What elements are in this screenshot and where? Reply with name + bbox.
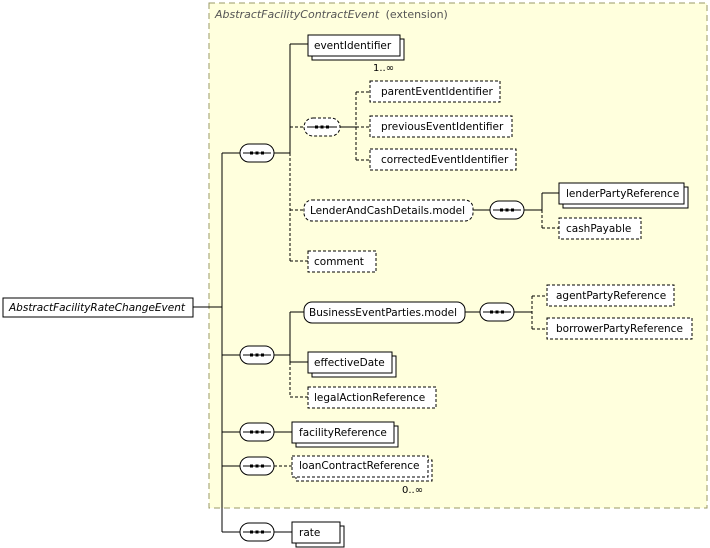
rate-element[interactable]: rate: [291, 521, 345, 548]
cash-payable-label: cashPayable: [566, 223, 631, 235]
sequence-compositor-2[interactable]: [239, 345, 275, 365]
lender-and-cash-details-model-label: LenderAndCashDetails.model: [310, 205, 465, 217]
corrected-event-identifier-label: correctedEventIdentifier: [381, 154, 509, 166]
root-element[interactable]: AbstractFacilityRateChangeEvent: [2, 297, 194, 318]
agent-party-reference-element[interactable]: agentPartyReference: [546, 284, 675, 307]
loan-contract-reference-label: loanContractReference: [299, 460, 419, 472]
facility-reference-label: facilityReference: [299, 427, 387, 439]
extension-base-name: AbstractFacilityContractEvent: [214, 8, 380, 21]
sequence-compositor-5[interactable]: [239, 522, 275, 542]
loan-contract-reference-occurrence: 0..∞: [402, 485, 423, 496]
lender-party-reference-element[interactable]: lenderPartyReference: [558, 182, 689, 209]
effective-date-label: effectiveDate: [314, 357, 385, 369]
comment-label: comment: [314, 256, 364, 268]
previous-event-identifier-element[interactable]: previousEventIdentifier: [369, 115, 513, 138]
business-event-parties-model[interactable]: BusinessEventParties.model: [303, 301, 466, 324]
borrower-party-reference-element[interactable]: borrowerPartyReference: [546, 317, 693, 340]
legal-action-reference-element[interactable]: legalActionReference: [307, 386, 437, 409]
choice-compositor[interactable]: [303, 117, 341, 137]
event-identifier-occurrence: 1..∞: [373, 63, 394, 74]
agent-party-reference-label: agentPartyReference: [556, 290, 666, 302]
previous-event-identifier-label: previousEventIdentifier: [381, 121, 504, 133]
sequence-compositor-1[interactable]: [239, 143, 275, 163]
business-event-parties-model-label: BusinessEventParties.model: [309, 307, 457, 319]
comment-element[interactable]: comment: [307, 250, 377, 273]
lender-and-cash-details-model[interactable]: LenderAndCashDetails.model: [303, 199, 474, 222]
corrected-event-identifier-element[interactable]: correctedEventIdentifier: [369, 148, 517, 171]
sequence-compositor-3[interactable]: [239, 422, 275, 442]
business-parties-sequence-compositor[interactable]: [479, 302, 515, 322]
event-identifier-label: eventIdentifier: [314, 40, 392, 52]
connector-lines: [193, 43, 559, 533]
borrower-party-reference-label: borrowerPartyReference: [556, 323, 683, 335]
facility-reference-element[interactable]: facilityReference: [291, 421, 399, 448]
lender-model-sequence-compositor[interactable]: [489, 200, 525, 220]
event-identifier-element[interactable]: eventIdentifier 1..∞: [307, 34, 405, 74]
cash-payable-element[interactable]: cashPayable: [558, 217, 642, 240]
parent-event-identifier-element[interactable]: parentEventIdentifier: [369, 80, 501, 103]
lender-party-reference-label: lenderPartyReference: [566, 188, 679, 200]
svg-text:AbstractFacilityContractEvent: AbstractFacilityContractEvent (extension…: [214, 8, 448, 21]
extension-suffix: (extension): [386, 8, 448, 21]
sequence-compositor-4[interactable]: [239, 456, 275, 476]
parent-event-identifier-label: parentEventIdentifier: [381, 86, 493, 98]
legal-action-reference-label: legalActionReference: [314, 392, 425, 404]
loan-contract-reference-element[interactable]: loanContractReference 0..∞: [291, 455, 433, 496]
root-label: AbstractFacilityRateChangeEvent: [8, 302, 186, 314]
effective-date-element[interactable]: effectiveDate: [307, 351, 397, 378]
rate-label: rate: [299, 527, 320, 539]
